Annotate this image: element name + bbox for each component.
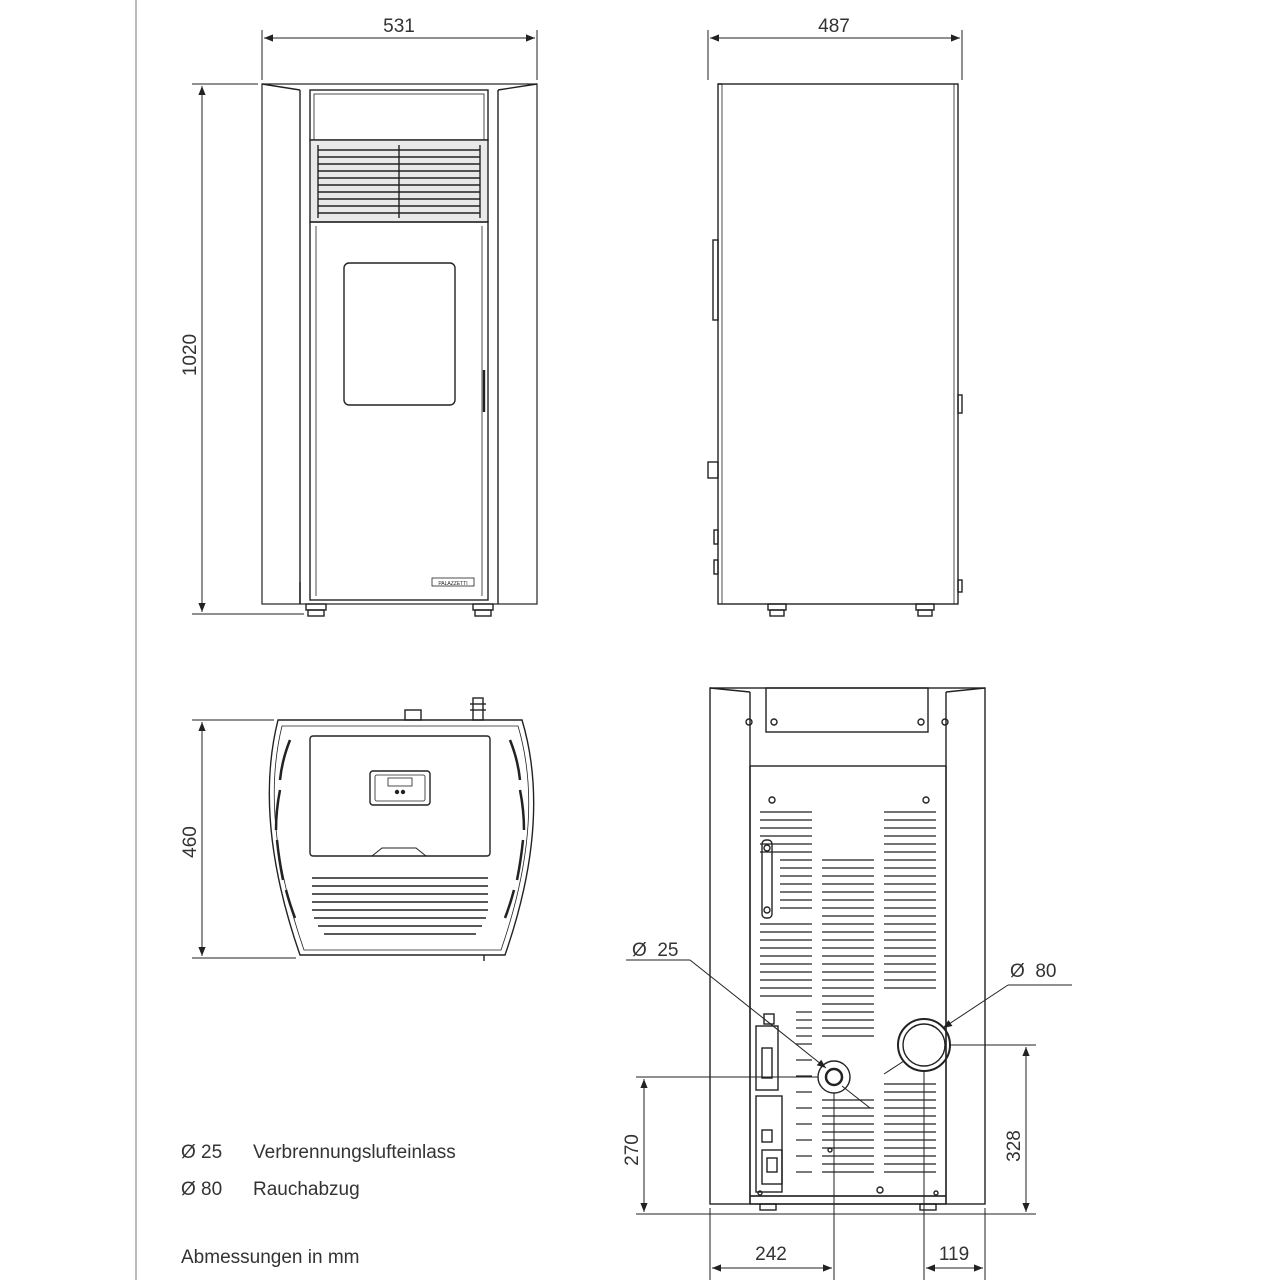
legend-row: Ø 80 Rauchabzug [181,1179,360,1201]
legend-row: Ø 25 Verbrennungslufteinlass [181,1142,456,1164]
flue-diameter-label: Ø 80 [1010,961,1056,982]
side-dimensions [707,30,963,80]
front-dimensions [192,30,538,615]
top-dimensions [192,719,296,959]
flue-offset-label: 119 [939,1244,969,1265]
air-inlet-height-label: 270 [622,1134,643,1166]
units-note: Abmessungen in mm [181,1247,360,1268]
legend-label: Verbrennungslufteinlass [253,1142,456,1163]
air-inlet-diameter-label: Ø 25 [632,940,678,961]
legend-symbol: Ø 25 [181,1142,223,1163]
brand-plate-text: PALAZZETTI [438,581,467,587]
legend-symbol: Ø 80 [181,1179,223,1200]
top-view [268,697,535,961]
front-height-label: 1020 [180,334,201,376]
air-inlet-offset-label: 242 [755,1244,787,1265]
top-depth-label: 460 [180,826,201,858]
front-view [261,83,538,617]
side-view [707,83,963,617]
rear-view [709,687,986,1211]
rear-dimensions [626,959,1072,1280]
front-width-label: 531 [383,16,415,37]
flue-height-label: 328 [1004,1130,1025,1162]
legend-label: Rauchabzug [253,1179,360,1200]
side-depth-label: 487 [818,16,850,37]
